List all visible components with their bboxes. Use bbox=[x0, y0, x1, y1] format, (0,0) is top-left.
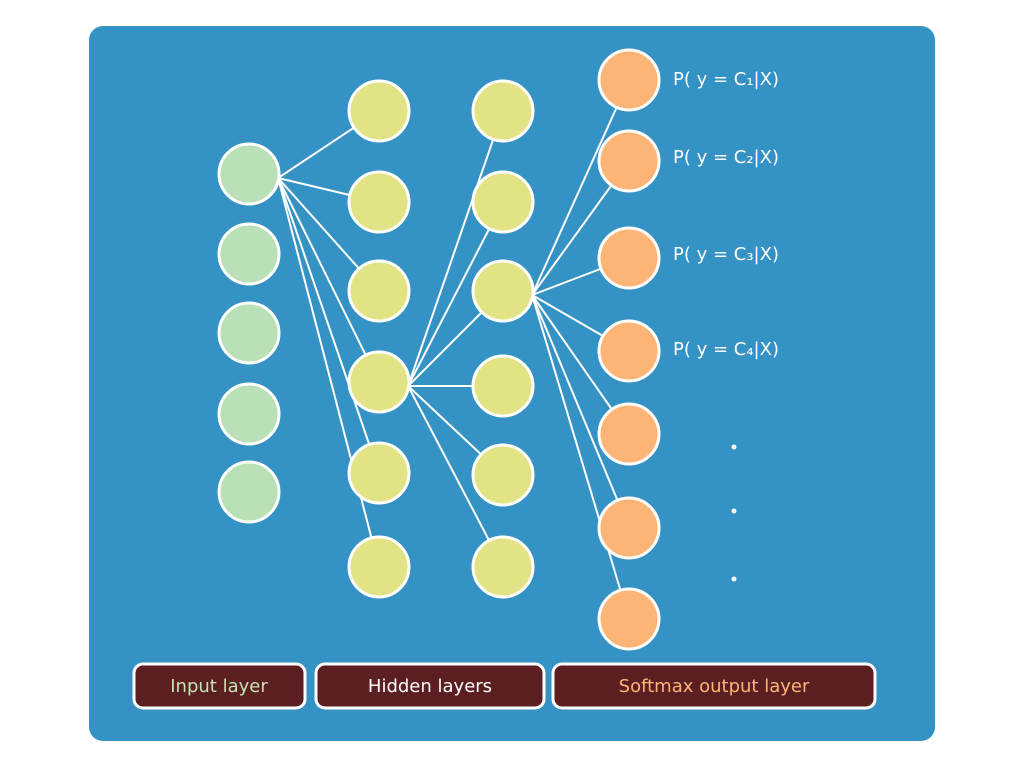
hidden2-neuron-6 bbox=[471, 535, 535, 599]
output-neuron-2 bbox=[597, 129, 661, 193]
layer-legend: Input layer Hidden layers Softmax output… bbox=[132, 662, 877, 710]
hidden2-neuron-5 bbox=[471, 443, 535, 507]
edge-hidden1-3-to-hidden2-5 bbox=[407, 385, 504, 568]
output-label-2: P( y = C₂|X) bbox=[673, 147, 779, 168]
hidden1-neuron-4 bbox=[347, 350, 411, 414]
hidden1-neuron-6 bbox=[347, 535, 411, 599]
input-neuron-4 bbox=[217, 382, 281, 446]
hidden1-neuron-5 bbox=[347, 441, 411, 505]
neurons bbox=[217, 48, 661, 651]
hidden-layers-label: Hidden layers bbox=[368, 676, 492, 697]
edge-hidden2-2-to-output-0 bbox=[531, 79, 630, 296]
input-neuron-2 bbox=[217, 222, 281, 286]
edge-hidden2-2-to-output-5 bbox=[531, 294, 630, 529]
input-layer-label: Input layer bbox=[170, 676, 268, 697]
hidden2-neuron-1 bbox=[471, 79, 535, 143]
hidden1-neuron-1 bbox=[347, 79, 411, 143]
hidden2-neuron-3 bbox=[471, 259, 535, 323]
output-neuron-6 bbox=[597, 496, 661, 560]
input-neuron-1 bbox=[217, 142, 281, 206]
softmax-output-layer-tag: Softmax output layer bbox=[551, 662, 877, 710]
ellipsis-dots bbox=[731, 444, 737, 582]
input-neuron-5 bbox=[217, 460, 281, 524]
softmax-output-layer-box bbox=[551, 662, 877, 710]
output-neuron-4 bbox=[597, 319, 661, 383]
hidden2-neuron-4 bbox=[471, 354, 535, 418]
softmax-output-layer-label: Softmax output layer bbox=[619, 676, 810, 697]
output-label-1: P( y = C₁|X) bbox=[673, 69, 779, 90]
hidden1-neuron-2 bbox=[347, 170, 411, 234]
edge-input-0-to-hidden1-3 bbox=[277, 177, 380, 383]
output-neuron-3 bbox=[597, 226, 661, 290]
output-label-4: P( y = C₄|X) bbox=[673, 339, 779, 360]
hidden-layers-box bbox=[314, 662, 546, 710]
hidden2-neuron-2 bbox=[471, 170, 535, 234]
ellipsis-dot-1 bbox=[731, 444, 737, 450]
hidden1-neuron-3 bbox=[347, 259, 411, 323]
output-neuron-1 bbox=[597, 48, 661, 112]
ellipsis-dot-2 bbox=[731, 508, 737, 514]
edge-input-0-to-hidden1-5 bbox=[277, 177, 380, 568]
input-layer-box bbox=[132, 662, 307, 710]
hidden-layers-tag: Hidden layers bbox=[314, 662, 546, 710]
ellipsis-dot-3 bbox=[731, 576, 737, 582]
output-label-3: P( y = C₃|X) bbox=[673, 244, 779, 265]
input-neuron-3 bbox=[217, 301, 281, 365]
edge-hidden1-3-to-hidden2-0 bbox=[407, 110, 504, 387]
output-neuron-7 bbox=[597, 587, 661, 651]
edge-hidden2-2-to-output-6 bbox=[531, 294, 630, 620]
edge-input-0-to-hidden1-4 bbox=[277, 177, 380, 474]
input-layer-tag: Input layer bbox=[132, 662, 307, 710]
edge-hidden1-3-to-hidden2-1 bbox=[407, 201, 504, 387]
output-neuron-5 bbox=[597, 402, 661, 466]
output-probability-labels: P( y = C₁|X) P( y = C₂|X) P( y = C₃|X) P… bbox=[673, 69, 779, 360]
